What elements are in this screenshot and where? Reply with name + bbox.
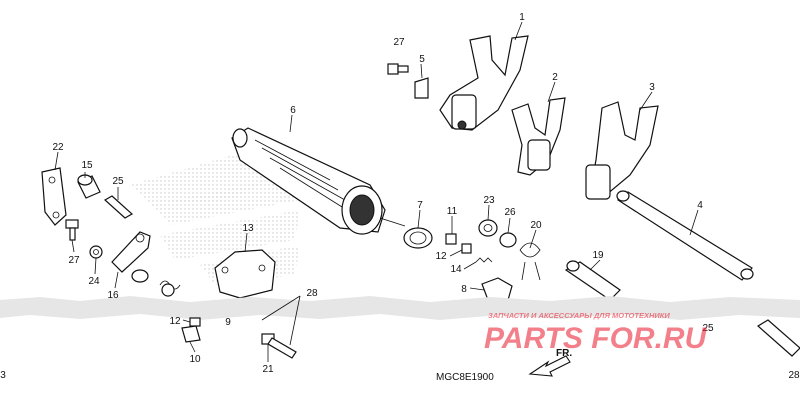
parts-for-watermark: ЗАПЧАСТИ И АКСЕССУАРЫ ДЛЯ МОТОТЕХНИКИ PA… — [484, 311, 708, 355]
pin-12-lower — [189, 317, 201, 327]
callout-14: 14 — [450, 264, 462, 275]
callout-27-left: 27 — [68, 255, 80, 266]
diagram-code: MGC8E1900 — [436, 372, 494, 383]
callout-21: 21 — [262, 364, 274, 375]
stopper-plate-5 — [414, 77, 429, 99]
callout-4: 4 — [697, 200, 703, 211]
callout-6: 6 — [290, 105, 296, 116]
callout-10: 10 — [189, 354, 201, 365]
callout-24: 24 — [88, 276, 100, 287]
callout-8: 8 — [461, 284, 467, 295]
pin-12 — [461, 243, 472, 254]
callout-11: 11 — [447, 206, 458, 217]
callout-labels: 1 2 3 4 5 6 7 8 9 10 11 12 12 13 14 15 1… — [0, 12, 800, 381]
spring-20 — [519, 242, 541, 281]
callout-26: 26 — [504, 207, 516, 218]
pin-11 — [445, 233, 457, 245]
joint-8 — [481, 277, 513, 301]
callout-20: 20 — [530, 220, 542, 231]
callout-22: 22 — [52, 142, 64, 153]
washer-26 — [499, 232, 517, 248]
callout-27-top: 27 — [393, 37, 405, 48]
bolt-27-top — [387, 63, 409, 75]
leader-lines — [54, 21, 699, 362]
front-direction-arrow: FR. — [528, 348, 572, 377]
bolt-21 — [261, 333, 297, 359]
front-direction-label: FR. — [556, 348, 572, 359]
callout-23: 23 — [483, 195, 495, 206]
bolt-27-left — [65, 219, 79, 241]
callout-12-upper: 12 — [435, 251, 447, 262]
callout-3: 3 — [649, 82, 655, 93]
stopper-arm-22 — [41, 167, 67, 226]
stopper-arm-16 — [111, 231, 151, 273]
callout-16: 16 — [107, 290, 119, 301]
fork-shaft — [616, 190, 754, 281]
cam-plate-13 — [214, 249, 276, 299]
torn-paper-band — [0, 296, 800, 320]
callout-5: 5 — [419, 54, 425, 65]
callout-3-edge: 3 — [0, 370, 6, 381]
shift-fork-1 — [439, 35, 529, 131]
watermark-brand: PARTS FOR.RU — [484, 322, 708, 355]
shift-fork-3 — [585, 101, 659, 200]
callout-12-lower: 12 — [169, 316, 181, 327]
callout-28-mid: 28 — [306, 288, 318, 299]
bearing-7 — [403, 227, 433, 249]
callout-28-right: 28 — [788, 370, 800, 381]
callout-1: 1 — [519, 12, 525, 23]
callout-9: 9 — [225, 317, 231, 328]
callout-25-left: 25 — [112, 176, 124, 187]
plate-10 — [181, 325, 201, 343]
shift-fork-2 — [511, 97, 566, 176]
collar-15 — [77, 174, 101, 199]
shift-drum — [231, 127, 406, 235]
callout-19: 19 — [592, 250, 604, 261]
pin-25 — [103, 195, 134, 219]
callout-13: 13 — [242, 223, 254, 234]
spring-14 — [475, 257, 493, 263]
washer-24 — [89, 245, 103, 259]
spring-left — [131, 269, 181, 297]
watermark-caption: ЗАПЧАСТИ И АКСЕССУАРЫ ДЛЯ МОТОТЕХНИКИ — [488, 311, 670, 320]
callout-15: 15 — [81, 160, 93, 171]
callout-7: 7 — [417, 200, 423, 211]
callout-2: 2 — [552, 72, 558, 83]
shift-spindle-19 — [564, 260, 621, 301]
bolt-28-right — [756, 319, 800, 357]
washer-23 — [478, 219, 498, 237]
callout-25-right: 25 — [702, 323, 714, 334]
